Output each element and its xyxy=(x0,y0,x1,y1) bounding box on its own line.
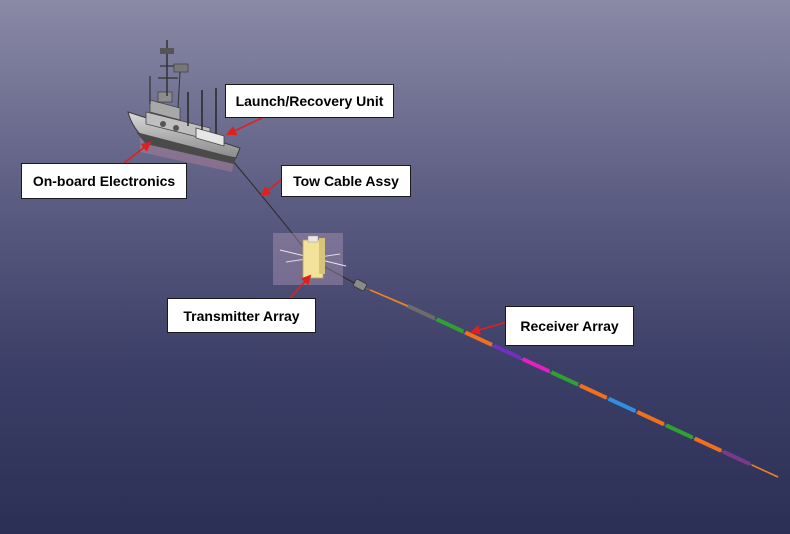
receiver-segment xyxy=(435,317,465,334)
receiver-segment xyxy=(607,396,637,413)
arrow-transmitter xyxy=(289,274,312,299)
callout-launch-recovery: Launch/Recovery Unit xyxy=(225,84,394,118)
callout-onboard-electronics: On-board Electronics xyxy=(21,163,187,199)
callout-receiver-text: Receiver Array xyxy=(520,318,619,334)
arrow-tow-cable xyxy=(260,179,282,197)
callout-tow-cable-text: Tow Cable Assy xyxy=(293,173,399,189)
receiver-segment xyxy=(521,357,551,374)
receiver-segment xyxy=(636,410,665,427)
receiver-segment xyxy=(579,383,608,400)
callout-launch-recovery-text: Launch/Recovery Unit xyxy=(235,93,384,109)
receiver-segment xyxy=(493,343,522,360)
receiver-array-icon xyxy=(353,278,779,478)
receiver-segment xyxy=(722,449,751,466)
receiver-segment xyxy=(407,304,436,321)
arrow-launch-recovery xyxy=(226,117,263,136)
receiver-segment xyxy=(693,436,723,453)
callout-transmitter: Transmitter Array xyxy=(167,298,316,333)
transmitter-icon xyxy=(273,233,347,285)
ship-icon xyxy=(127,40,241,172)
receiver-segment xyxy=(550,370,579,387)
receiver-segment xyxy=(665,423,694,440)
receiver-segment xyxy=(464,330,493,347)
arrow-onboard-electronics xyxy=(123,141,152,164)
callout-receiver: Receiver Array xyxy=(505,306,634,346)
callout-transmitter-text: Transmitter Array xyxy=(183,307,300,324)
arrow-receiver xyxy=(470,321,508,335)
tow-cable xyxy=(231,159,309,254)
callout-tow-cable: Tow Cable Assy xyxy=(281,165,411,197)
callout-onboard-electronics-text: On-board Electronics xyxy=(32,173,176,189)
